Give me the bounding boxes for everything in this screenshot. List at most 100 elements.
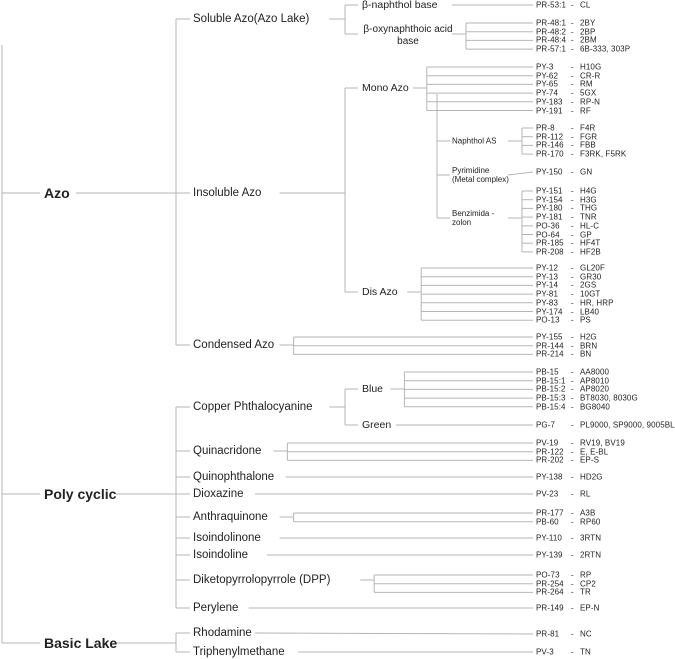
pigment-code: PR-144 bbox=[536, 341, 564, 351]
pigment-code: PY-62 bbox=[536, 71, 558, 81]
pigment-code: PY-150 bbox=[536, 167, 563, 177]
pigment-code: PO-64 bbox=[536, 230, 560, 239]
pigment-code: PR-254 bbox=[536, 579, 564, 589]
separator-dash: - bbox=[571, 62, 574, 72]
separator-dash: - bbox=[571, 97, 574, 107]
product-name: HF2B bbox=[580, 247, 601, 257]
separator-dash: - bbox=[571, 298, 574, 308]
separator-dash: - bbox=[571, 186, 574, 196]
separator-dash: - bbox=[571, 71, 574, 81]
pigment-code: PG-7 bbox=[536, 420, 556, 430]
separator-dash: - bbox=[571, 332, 574, 342]
separator-dash: - bbox=[571, 88, 574, 98]
product-name: GN bbox=[580, 167, 593, 177]
separator-dash: - bbox=[571, 123, 574, 133]
pigment-code: PR-112 bbox=[536, 132, 564, 142]
pigment-code: PR-170 bbox=[536, 149, 564, 159]
separator-dash: - bbox=[571, 149, 574, 159]
subcategory-label: Anthraquinone bbox=[193, 511, 268, 523]
pigment-code: PB-15:2 bbox=[536, 384, 566, 394]
subcategory-label: Isoindolinone bbox=[193, 532, 261, 544]
pigment-code: PR-48:4 bbox=[536, 35, 567, 45]
separator-dash: - bbox=[571, 367, 574, 377]
product-name: HF4T bbox=[580, 238, 601, 248]
pigment-code: PY-151 bbox=[536, 186, 563, 196]
group-label: β-naphthol base bbox=[362, 0, 438, 11]
separator-dash: - bbox=[571, 212, 574, 222]
product-name: H2G bbox=[580, 332, 597, 342]
separator-dash: - bbox=[571, 35, 574, 45]
separator-dash: - bbox=[571, 272, 574, 282]
pigment-code: PO-36 bbox=[536, 221, 560, 231]
pigment-code: PR-48:2 bbox=[536, 27, 567, 37]
separator-dash: - bbox=[571, 221, 574, 231]
pigment-code: PO-73 bbox=[536, 570, 560, 580]
product-name: BRN bbox=[580, 341, 598, 351]
separator-dash: - bbox=[571, 393, 574, 403]
subcategory-label: Diketopyrrolopyrrole (DPP) bbox=[193, 574, 331, 586]
product-name: FBB bbox=[580, 140, 596, 150]
product-name: E, E-BL bbox=[580, 447, 609, 457]
separator-dash: - bbox=[571, 0, 574, 10]
subcategory-label: Isoindoline bbox=[193, 549, 248, 561]
separator-dash: - bbox=[571, 402, 574, 412]
product-name: GP bbox=[580, 230, 592, 239]
separator-dash: - bbox=[571, 349, 574, 359]
separator-dash: - bbox=[571, 376, 574, 386]
separator-dash: - bbox=[571, 341, 574, 351]
category-azo: Azo bbox=[44, 185, 70, 201]
subcategory-label: Triphenylmethane bbox=[193, 646, 285, 658]
product-name: HR, HRP bbox=[580, 298, 614, 308]
product-name: FGR bbox=[580, 132, 598, 142]
separator-dash: - bbox=[571, 280, 574, 290]
product-name: 2BM bbox=[580, 35, 597, 45]
subgroup-label: Benzimida -zolon bbox=[452, 209, 495, 227]
pigment-code: PY-12 bbox=[536, 263, 558, 273]
separator-dash: - bbox=[571, 18, 574, 28]
pigment-code: PB-15 bbox=[536, 367, 559, 377]
pigment-code: PV-23 bbox=[536, 489, 559, 499]
product-name: EP-S bbox=[580, 455, 600, 465]
pigment-code: PY-110 bbox=[536, 533, 562, 543]
product-name: HL-C bbox=[580, 221, 600, 231]
separator-dash: - bbox=[571, 629, 574, 639]
product-name: RP bbox=[580, 570, 592, 580]
product-name: 2RTN bbox=[580, 550, 602, 560]
product-name: PS bbox=[580, 315, 591, 325]
product-name: RP60 bbox=[580, 517, 601, 527]
product-name: CR-R bbox=[580, 71, 601, 81]
product-name: F3RK, F5RK bbox=[580, 149, 627, 159]
separator-dash: - bbox=[571, 195, 574, 205]
product-name: HD2G bbox=[580, 472, 603, 482]
group-label: Dis Azo bbox=[362, 286, 398, 298]
pigment-code: PY-174 bbox=[536, 307, 563, 316]
pigment-code: PY-155 bbox=[536, 332, 563, 342]
product-name: 2BP bbox=[580, 27, 596, 37]
product-name: BN bbox=[580, 349, 592, 359]
product-name: 2BY bbox=[580, 18, 596, 28]
separator-dash: - bbox=[571, 289, 574, 299]
product-name: F4R bbox=[580, 123, 596, 133]
separator-dash: - bbox=[571, 579, 574, 589]
pigment-code: PY-181 bbox=[536, 212, 563, 222]
pigment-code: PY-65 bbox=[536, 79, 558, 89]
product-name: CP2 bbox=[580, 579, 596, 589]
product-name: RL bbox=[580, 489, 591, 499]
category-basic-lake: Basic Lake bbox=[44, 635, 118, 651]
pigment-code: PR-202 bbox=[536, 455, 564, 465]
pigment-code: PR-214 bbox=[536, 349, 564, 359]
pigment-code: PY-3 bbox=[536, 62, 554, 72]
separator-dash: - bbox=[571, 447, 574, 457]
subcategory-label: Perylene bbox=[193, 602, 239, 614]
subcategory-label: Condensed Azo bbox=[193, 339, 275, 351]
separator-dash: - bbox=[571, 438, 574, 448]
pigment-code: PY-138 bbox=[536, 472, 563, 482]
product-name: 6B-333, 303P bbox=[580, 44, 631, 54]
product-name: H3G bbox=[580, 195, 597, 205]
separator-dash: - bbox=[571, 106, 574, 115]
subcategory-label: Quinophthalone bbox=[193, 471, 275, 483]
category-poly-cyclic: Poly cyclic bbox=[44, 486, 117, 502]
pigment-code: PV-19 bbox=[536, 438, 559, 448]
separator-dash: - bbox=[571, 570, 574, 580]
